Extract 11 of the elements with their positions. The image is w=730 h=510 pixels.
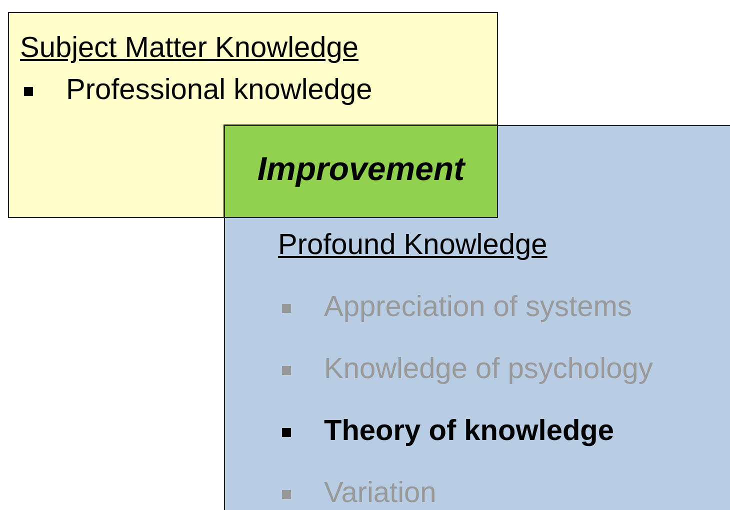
bullet-item: Appreciation of systems <box>278 291 632 324</box>
heading: Subject Matter Knowledge <box>20 32 359 65</box>
bullet-item: Knowledge of psychology <box>278 353 653 386</box>
topic-box <box>8 12 498 218</box>
heading: Profound Knowledge <box>278 229 548 262</box>
bullet-item: Variation <box>278 477 436 510</box>
overlap-title: Improvement <box>256 150 467 188</box>
bullet-item: Professional knowledge <box>20 74 372 107</box>
topic-box <box>224 125 730 510</box>
bullet-item: Theory of knowledge <box>278 415 614 448</box>
overlap-box <box>224 125 498 218</box>
